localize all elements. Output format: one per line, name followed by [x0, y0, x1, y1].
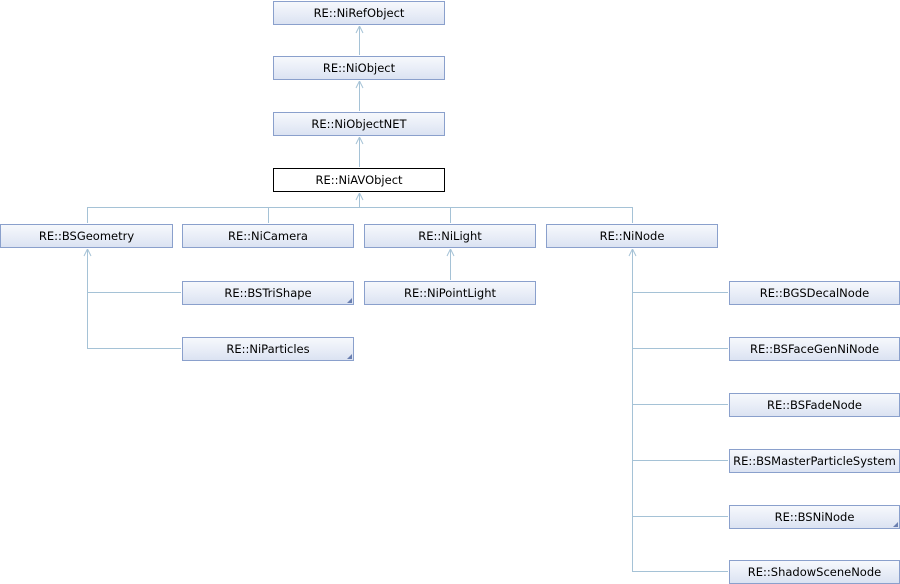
node-label: RE::BSFaceGenNiNode: [749, 342, 880, 356]
node-label: RE::BSTriShape: [224, 286, 312, 300]
node-label: RE::ShadowSceneNode: [747, 565, 882, 579]
node-ni-node[interactable]: RE::NiNode: [546, 224, 718, 248]
node-shadow-scene-node[interactable]: RE::ShadowSceneNode: [729, 560, 900, 584]
node-ni-av-object-current: RE::NiAVObject: [273, 168, 445, 192]
node-ni-ref-object[interactable]: RE::NiRefObject: [273, 1, 445, 25]
edge-children-to-niavobject: [87, 193, 633, 223]
node-ni-light[interactable]: RE::NiLight: [364, 224, 536, 248]
node-ni-object[interactable]: RE::NiObject: [273, 56, 445, 80]
node-ni-particles[interactable]: RE::NiParticles: [182, 337, 354, 361]
node-label: RE::NiNode: [599, 229, 665, 243]
node-bs-geometry[interactable]: RE::BSGeometry: [0, 224, 173, 248]
node-label: RE::NiObjectNET: [311, 117, 407, 131]
node-ni-camera[interactable]: RE::NiCamera: [182, 224, 354, 248]
node-label: RE::BSMasterParticleSystem: [733, 454, 896, 468]
node-bs-face-gen-ni-node[interactable]: RE::BSFaceGenNiNode: [729, 337, 900, 361]
node-label: RE::NiRefObject: [313, 6, 405, 20]
node-bgs-decal-node[interactable]: RE::BGSDecalNode: [729, 281, 900, 305]
node-label: RE::BGSDecalNode: [759, 286, 870, 300]
node-bs-master-particle-system[interactable]: RE::BSMasterParticleSystem: [729, 449, 900, 473]
edge-bsgeometry-children: [88, 249, 181, 349]
more-subclasses-icon: [347, 354, 352, 359]
node-label: RE::BSFadeNode: [767, 398, 862, 412]
node-label: RE::NiPointLight: [403, 286, 497, 300]
edge-ninode-children: [633, 249, 728, 572]
node-ni-point-light[interactable]: RE::NiPointLight: [364, 281, 536, 305]
node-bs-fade-node[interactable]: RE::BSFadeNode: [729, 393, 900, 417]
node-bs-tri-shape[interactable]: RE::BSTriShape: [182, 281, 354, 305]
node-bs-ni-node[interactable]: RE::BSNiNode: [729, 505, 900, 529]
node-label: RE::NiObject: [322, 61, 396, 75]
node-label: RE::NiLight: [418, 229, 482, 243]
node-ni-object-net[interactable]: RE::NiObjectNET: [273, 112, 445, 136]
node-label: RE::BSNiNode: [774, 510, 855, 524]
node-label: RE::NiAVObject: [315, 173, 403, 187]
more-subclasses-icon: [893, 522, 898, 527]
node-label: RE::NiCamera: [228, 229, 308, 243]
node-label: RE::BSGeometry: [38, 229, 135, 243]
node-label: RE::NiParticles: [226, 342, 310, 356]
more-subclasses-icon: [347, 298, 352, 303]
